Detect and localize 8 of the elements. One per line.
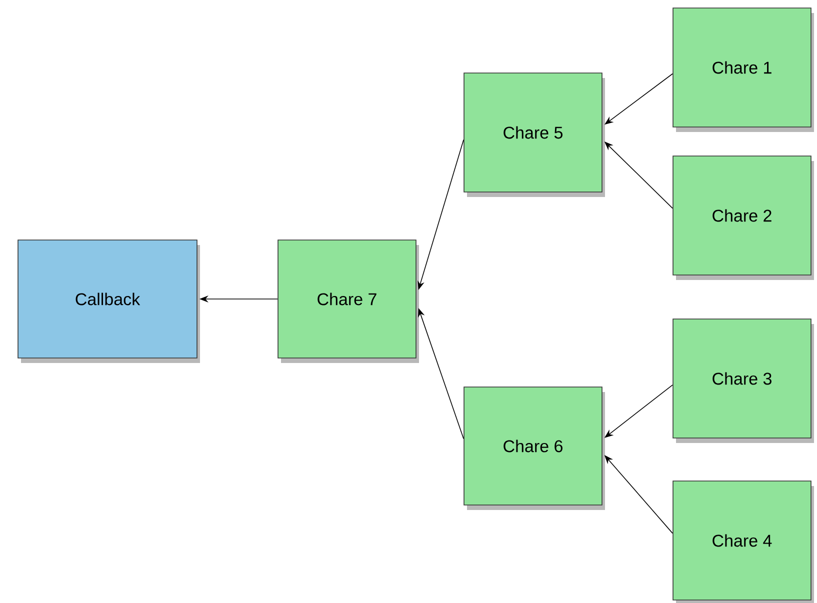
process-box: Chare 6 bbox=[464, 386, 605, 510]
process-box: Chare 1 bbox=[672, 8, 814, 132]
process-box: Chare 3 bbox=[672, 318, 814, 443]
process-box: Chare 5 bbox=[464, 72, 605, 197]
process-box: Callback bbox=[18, 240, 200, 363]
process-box: Chare 2 bbox=[672, 156, 814, 280]
process-box: Chare 4 bbox=[672, 480, 814, 603]
process-box: Chare 7 bbox=[278, 240, 419, 363]
